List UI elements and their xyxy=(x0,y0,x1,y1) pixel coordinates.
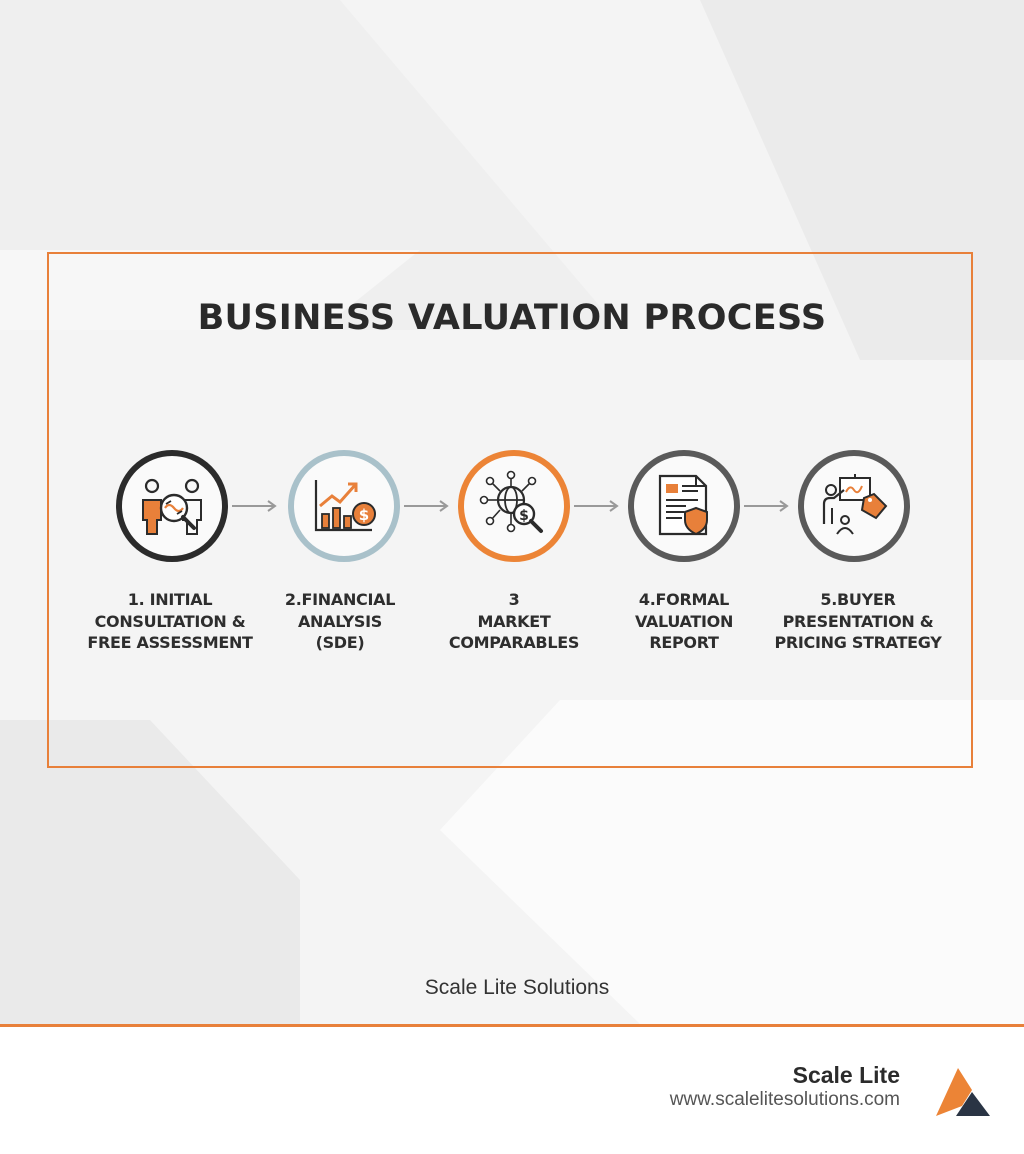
svg-text:$: $ xyxy=(359,506,369,524)
process-frame xyxy=(47,252,973,768)
step-3-label: 3 MARKET COMPARABLES xyxy=(448,590,580,652)
footer-bar xyxy=(0,1024,1024,1154)
step-5-label: 5.BUYER PRESENTATION & PRICING STRATEGY xyxy=(774,590,942,652)
step-4-label: 4.FORMAL VALUATION REPORT xyxy=(634,590,734,652)
step-3-circle: $ xyxy=(458,450,570,562)
presentation-tag-icon xyxy=(822,474,888,535)
brand-url[interactable]: www.scalelitesolutions.com xyxy=(669,1089,900,1110)
market-network-icon: $ xyxy=(479,470,543,533)
background-shapes xyxy=(0,0,1024,1024)
step-4-circle xyxy=(628,450,740,562)
step-5-circle xyxy=(798,450,910,562)
brand-name: Scale Lite xyxy=(792,1062,900,1088)
step-2-circle: $ xyxy=(288,450,400,562)
report-shield-icon xyxy=(658,474,708,536)
background-polygons xyxy=(0,0,1024,1024)
arrow-3-to-4 xyxy=(574,500,619,512)
scale-lite-logo xyxy=(936,1068,990,1116)
company-caption: Scale Lite Solutions xyxy=(424,976,610,999)
arrow-1-to-2 xyxy=(232,500,277,512)
arrow-4-to-5 xyxy=(744,500,789,512)
step-2-label: 2.FINANCIAL ANALYSIS (SDE) xyxy=(284,590,396,652)
step-1-label: 1. INITIAL CONSULTATION & FREE ASSESSMEN… xyxy=(87,590,253,652)
arrow-2-to-3 xyxy=(404,500,449,512)
step-1-circle xyxy=(116,450,228,562)
financial-chart-icon: $ xyxy=(314,480,376,532)
svg-text:$: $ xyxy=(519,508,529,524)
consultation-icon xyxy=(142,478,202,535)
diagram-title: BUSINESS VALUATION PROCESS xyxy=(197,298,827,338)
